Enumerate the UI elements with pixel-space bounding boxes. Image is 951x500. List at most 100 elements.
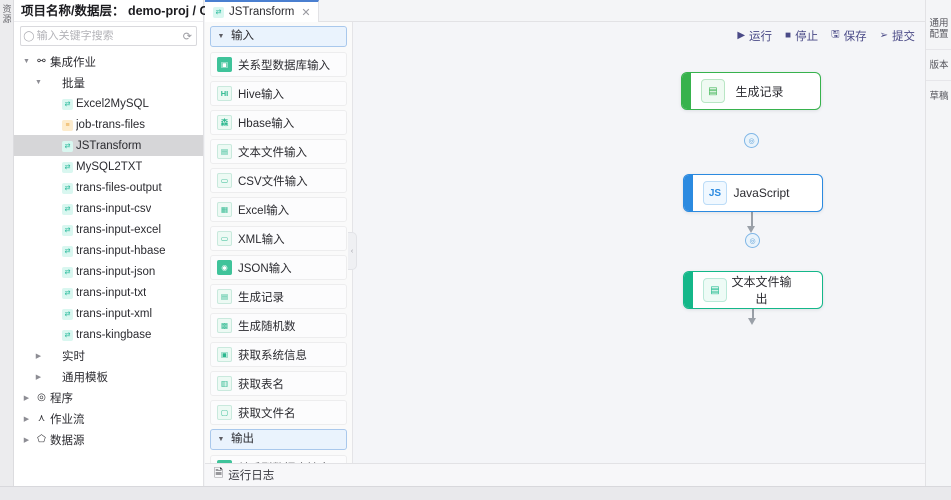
tree-item-trans-input-excel[interactable]: ▶⇄trans-input-excel — [14, 219, 203, 240]
db-output-icon: ▣ — [217, 460, 232, 463]
tab-jstransform[interactable]: ⇄ JSTransform ✕ — [205, 0, 319, 22]
palette-item-JSON输入[interactable]: ◉JSON输入 — [210, 255, 347, 280]
palette-item-label: JSON输入 — [238, 262, 292, 275]
node-accent — [684, 272, 693, 308]
tree-item-trans-input-txt[interactable]: ▶⇄trans-input-txt — [14, 282, 203, 303]
chevron-right-icon[interactable]: ▶ — [23, 415, 30, 423]
tree-item-trans-input-xml[interactable]: ▶⇄trans-input-xml — [14, 303, 203, 324]
chevron-right-icon[interactable]: ▶ — [23, 394, 30, 402]
tree-item-JSTransform[interactable]: ▶⇄JSTransform — [14, 135, 203, 156]
toolbar-label: 提交 — [892, 30, 915, 43]
editor-toolbar: ▶运行 ■停止 🖫保存 ➢ 提交 — [737, 22, 925, 49]
tree-item-实时[interactable]: ▶实时 — [14, 345, 203, 366]
refresh-icon[interactable]: ⟳ — [182, 30, 192, 43]
palette-group-输出[interactable]: ▼输出 — [210, 429, 347, 450]
tree-item-trans-kingbase[interactable]: ▶⇄trans-kingbase — [14, 324, 203, 345]
page-title: 项目名称/数据层： demo-proj / ODS — [14, 0, 227, 22]
trans-icon: ⇄ — [59, 182, 76, 194]
chevron-down-icon[interactable]: ▼ — [35, 79, 42, 86]
palette-item-关系型数据库输入[interactable]: ▣关系型数据库输入 — [210, 52, 347, 77]
tree-item-label: 通用模板 — [62, 371, 108, 384]
generate-record-icon: ▤ — [217, 289, 232, 304]
save-button[interactable]: 🖫保存 — [831, 27, 867, 44]
close-icon[interactable]: ✕ — [301, 6, 311, 19]
flow-canvas[interactable]: ◎ ◎ ▤ 生成记录 JS JavaScript ▤ 文本文件输出 — [353, 22, 925, 463]
palette-item-CSV文件输入[interactable]: ▭CSV文件输入 — [210, 168, 347, 193]
palette-item-XML输入[interactable]: ▭XML输入 — [210, 226, 347, 251]
tree-item-批量[interactable]: ▼批量 — [14, 72, 203, 93]
tree-item-label: Excel2MySQL — [76, 97, 149, 110]
tree-item-trans-input-csv[interactable]: ▶⇄trans-input-csv — [14, 198, 203, 219]
tree-item-label: trans-input-xml — [76, 307, 153, 320]
tree-item-作业流[interactable]: ▶⋏作业流 — [14, 408, 203, 429]
run-log-label: 运行日志 — [228, 470, 275, 482]
trans-icon: ⇄ — [59, 266, 76, 278]
tab-bar: ⇄ JSTransform ✕ — [205, 0, 925, 22]
tree-item-label: trans-input-hbase — [76, 244, 166, 257]
resource-tree: ▼⚯集成作业▼批量▶⇄Excel2MySQL▶≡job-trans-files▶… — [14, 49, 203, 489]
hbase-input-icon: 森 — [217, 115, 232, 130]
play-button[interactable]: ▶运行 — [737, 28, 772, 44]
chevron-right-icon[interactable]: ▶ — [35, 373, 42, 381]
flow-node-generate-record[interactable]: ▤ 生成记录 — [681, 72, 821, 110]
palette-group-输入[interactable]: ▼输入 — [210, 26, 347, 47]
tree-item-trans-input-json[interactable]: ▶⇄trans-input-json — [14, 261, 203, 282]
tree-item-集成作业[interactable]: ▼⚯集成作业 — [14, 51, 203, 72]
run-log-bar[interactable]: 🗎 运行日志 — [205, 463, 925, 486]
submit-icon: ➢ — [879, 30, 888, 41]
palette-item-生成记录[interactable]: ▤生成记录 — [210, 284, 347, 309]
palette-item-label: 获取系统信息 — [238, 349, 307, 362]
workflow-icon: ⋏ — [37, 413, 46, 424]
right-rail-draft[interactable]: 草稿 — [929, 91, 949, 102]
tree-item-trans-input-hbase[interactable]: ▶⇄trans-input-hbase — [14, 240, 203, 261]
palette-item-获取文件名[interactable]: ▢获取文件名 — [210, 400, 347, 425]
flow-node-javascript[interactable]: JS JavaScript — [683, 174, 823, 212]
palette-collapse-handle[interactable]: ‹ — [348, 232, 357, 270]
chevron-down-icon[interactable]: ▼ — [23, 58, 30, 65]
palette-item-获取表名[interactable]: ▥获取表名 — [210, 371, 347, 396]
node-label: 生成记录 — [735, 84, 784, 99]
search-input[interactable] — [36, 30, 179, 42]
save-icon: 🖫 — [831, 29, 840, 40]
tree-item-job-trans-files[interactable]: ▶≡job-trans-files — [14, 114, 203, 135]
chevron-right-icon[interactable]: ▶ — [35, 352, 42, 360]
palette-item-关系型数据库输出[interactable]: ▣关系型数据库输出 — [210, 455, 347, 463]
tree-item-trans-files-output[interactable]: ▶⇄trans-files-output — [14, 177, 203, 198]
tree-item-通用模板[interactable]: ▶ 通用模板 — [14, 366, 203, 387]
palette-item-文本文件输入[interactable]: ▤文本文件输入 — [210, 139, 347, 164]
flow-node-text-file-output[interactable]: ▤ 文本文件输出 — [683, 271, 823, 309]
tree-item-label: trans-input-json — [76, 265, 156, 278]
left-resource-rail[interactable]: 资源 — [0, 0, 14, 486]
palette-item-获取系统信息[interactable]: ▣获取系统信息 — [210, 342, 347, 367]
toolbar-label: 保存 — [843, 30, 867, 43]
datasource-icon: ⬠ — [37, 434, 46, 445]
palette-group-label: 输出 — [231, 433, 254, 445]
left-rail-label: 资源 — [2, 4, 12, 24]
search-box[interactable]: ◯ ⟳ — [20, 26, 197, 46]
palette-item-label: 生成随机数 — [238, 320, 296, 333]
tree-item-label: trans-files-output — [76, 181, 162, 194]
stop-button[interactable]: ■停止 — [785, 28, 818, 44]
submit-button[interactable]: ➢ 提交 — [880, 28, 915, 44]
tree-item-MySQL2TXT[interactable]: ▶⇄MySQL2TXT — [14, 156, 203, 177]
palette-item-生成随机数[interactable]: ▩生成随机数 — [210, 313, 347, 338]
integration-job-icon: ⚯ — [37, 56, 46, 67]
right-rail-version[interactable]: 版本 — [926, 60, 951, 81]
bottom-strip — [0, 486, 951, 500]
tab-label: JSTransform — [229, 6, 295, 18]
node-accent — [684, 175, 693, 211]
right-rail-general-config[interactable]: 通用配置 — [926, 18, 951, 50]
play-icon: ▶ — [737, 30, 746, 41]
chevron-right-icon[interactable]: ▶ — [23, 436, 30, 444]
tree-item-程序[interactable]: ▶◎程序 — [14, 387, 203, 408]
palette-item-Excel输入[interactable]: ▦Excel输入 — [210, 197, 347, 222]
search-row: ◯ ⟳ — [14, 22, 203, 49]
hop-badge-icon[interactable]: ◎ — [744, 133, 759, 148]
palette-item-label: 关系型数据库输入 — [238, 59, 330, 72]
tree-item-Excel2MySQL[interactable]: ▶⇄Excel2MySQL — [14, 93, 203, 114]
tree-item-数据源[interactable]: ▶⬠数据源 — [14, 429, 203, 450]
hop-badge-icon[interactable]: ◎ — [745, 233, 760, 248]
